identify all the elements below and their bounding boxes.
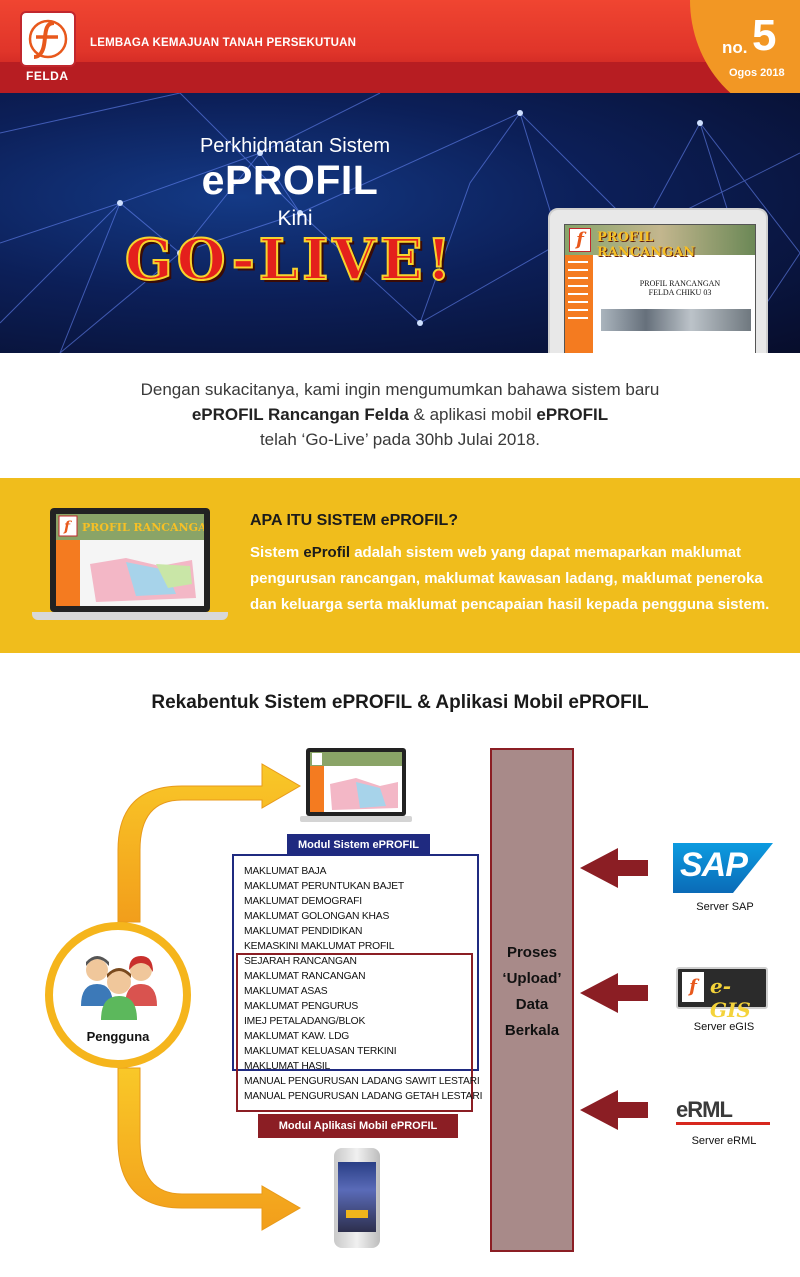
module-item: IMEJ PETALADANG/BLOK (244, 1016, 366, 1027)
server-name: Server SAP (696, 901, 754, 913)
info-text-rest: adalah sistem web yang dapat memaparkan … (250, 544, 770, 613)
red-arrow-erml (580, 1090, 648, 1130)
announcement-line1: Dengan sukacitanya, kami ingin mengumumk… (140, 380, 660, 399)
laptop-base (32, 612, 228, 620)
laptop-screen-map: f PROFIL RANCANGAN (56, 514, 204, 606)
process-line: Berkala (504, 1022, 560, 1039)
announcement-line3: telah ‘Go-Live’ pada 30hb Julai 2018. (259, 430, 541, 449)
red-arrow-egis (580, 973, 648, 1013)
app-title: PROFIL RANCANGAN (597, 230, 696, 260)
module-item: MAKLUMAT BAJA (244, 866, 327, 877)
web-laptop-icon (300, 748, 412, 822)
module-item: MAKLUMAT DEMOGRAFI (244, 896, 362, 907)
mobile-module-box (236, 953, 473, 1112)
module-item: SEJARAH RANCANGAN (244, 956, 357, 967)
module-list: MAKLUMAT BAJA MAKLUMAT PERUNTUKAN BAJET … (244, 864, 482, 1104)
organization-name: LEMBAGA KEMAJUAN TANAH PERSEKUTUAN (90, 37, 357, 49)
announcement: Dengan sukacitanya, kami ingin mengumumk… (0, 377, 800, 452)
process-line: Data (515, 996, 549, 1013)
hero-title: ePROFIL (201, 157, 379, 203)
module-item: MANUAL PENGURUSAN LADANG SAWIT LESTARI (244, 1076, 480, 1087)
laptop-screen-title: PROFIL RANCANGAN (82, 521, 204, 534)
web-module-label: Modul Sistem ePROFIL (287, 834, 430, 856)
module-item: MAKLUMAT PERUNTUKAN BAJET (244, 881, 404, 892)
eprofil-screen: f PROFIL RANCANGAN PROFIL RANCANGAN FELD… (564, 224, 756, 353)
module-item: MAKLUMAT ASAS (244, 986, 328, 997)
app-banner: f PROFIL RANCANGAN (565, 225, 755, 260)
module-item: MAKLUMAT KAW. LDG (244, 1031, 350, 1042)
info-title: APA ITU SISTEM ePROFIL? (250, 512, 459, 529)
laptop-screen: f PROFIL RANCANGAN (56, 514, 204, 606)
app-content-title-line1: PROFIL RANCANGAN (639, 279, 721, 288)
monitor: f PROFIL RANCANGAN PROFIL RANCANGAN FELD… (548, 208, 768, 353)
go-live-headline: GO-LIVE! (124, 226, 456, 294)
gold-arrow-top (117, 763, 301, 923)
felda-logo (20, 11, 76, 67)
web-module-box (232, 854, 479, 1071)
erml-logo: eRML (676, 1097, 733, 1122)
egis-logo-text: e-GIS (710, 974, 751, 1022)
module-item: MAKLUMAT HASIL (244, 1061, 331, 1072)
process-line: ‘Upload’ (502, 970, 562, 987)
sap-logo-text: SAP (680, 846, 748, 884)
user-node: Pengguna (45, 922, 191, 1068)
users-group-icon (81, 956, 157, 1020)
server-name: Server eGIS (693, 1021, 755, 1033)
felda-logo-icon (28, 19, 68, 59)
diagram-title: Rekabentuk Sistem ePROFIL & Aplikasi Mob… (151, 692, 649, 713)
hero-banner: Perkhidmatan Sistem ePROFIL Kini GO-LIVE… (0, 93, 800, 353)
upload-process-box: Proses ‘Upload’ Data Berkala (490, 748, 574, 1252)
hero-kini: Kini (277, 207, 313, 230)
issue-number-label: no. (722, 38, 748, 57)
header-band (0, 62, 800, 93)
info-text-start: Sistem (250, 544, 304, 561)
hero-subtitle: Perkhidmatan Sistem (199, 135, 391, 157)
announcement-connector: & aplikasi mobil (408, 405, 537, 424)
app-content-title-line2: FELDA CHIKU 03 (648, 288, 712, 297)
egis-logo: f e-GIS (676, 967, 768, 1022)
erml-logo-underline (676, 1122, 770, 1125)
module-item: MAKLUMAT KELUASAN TERKINI (244, 1046, 397, 1057)
app-sidebar (565, 255, 593, 353)
process-label: Proses ‘Upload’ Data Berkala (492, 940, 572, 1044)
gold-arrow-bottom (117, 1067, 301, 1231)
app-logo: f (569, 228, 591, 252)
app-content-title: PROFIL RANCANGAN FELDA CHIKU 03 (605, 279, 755, 297)
svg-text:f: f (63, 519, 73, 535)
logo-name: FELDA (26, 69, 69, 83)
laptop-body: f PROFIL RANCANGAN (50, 508, 210, 612)
mobile-phone-image (334, 1148, 380, 1248)
issue-date: Ogos 2018 (729, 67, 785, 79)
info-section: f PROFIL RANCANGAN APA ITU SISTEM ePROFI… (0, 478, 800, 653)
process-line: Proses (506, 944, 558, 961)
module-item: MAKLUMAT PENGURUS (244, 1001, 359, 1012)
red-arrow-sap (580, 848, 648, 888)
announcement-line2: ePROFIL Rancangan Felda & aplikasi mobil… (0, 402, 800, 427)
info-text-highlight: eProfil (303, 544, 351, 561)
app-photo-strip (601, 309, 751, 331)
server-name: Server eRML (691, 1135, 757, 1147)
module-item: MAKLUMAT GOLONGAN KHAS (244, 911, 390, 922)
issue-number: 5 (752, 11, 777, 60)
module-item: MAKLUMAT PENDIDIKAN (244, 926, 363, 937)
web-system-laptop (300, 748, 412, 833)
module-item: KEMASKINI MAKLUMAT PROFIL (244, 941, 395, 952)
egis-logo-letter: f (682, 972, 704, 1002)
info-description: Sistem eProfil adalah sistem web yang da… (250, 540, 780, 618)
module-item: MAKLUMAT RANCANGAN (244, 971, 366, 982)
announcement-app-name: ePROFIL (536, 405, 609, 424)
mobile-module-label: Modul Aplikasi Mobil ePROFIL (258, 1114, 458, 1138)
page-header: FELDA LEMBAGA KEMAJUAN TANAH PERSEKUTUAN… (0, 0, 800, 93)
module-item: MANUAL PENGURUSAN LADANG GETAH LESTARI (244, 1091, 483, 1102)
phone-screen (338, 1162, 376, 1232)
user-label: Pengguna (86, 1029, 150, 1044)
announcement-system-name: ePROFIL Rancangan Felda (191, 405, 409, 424)
